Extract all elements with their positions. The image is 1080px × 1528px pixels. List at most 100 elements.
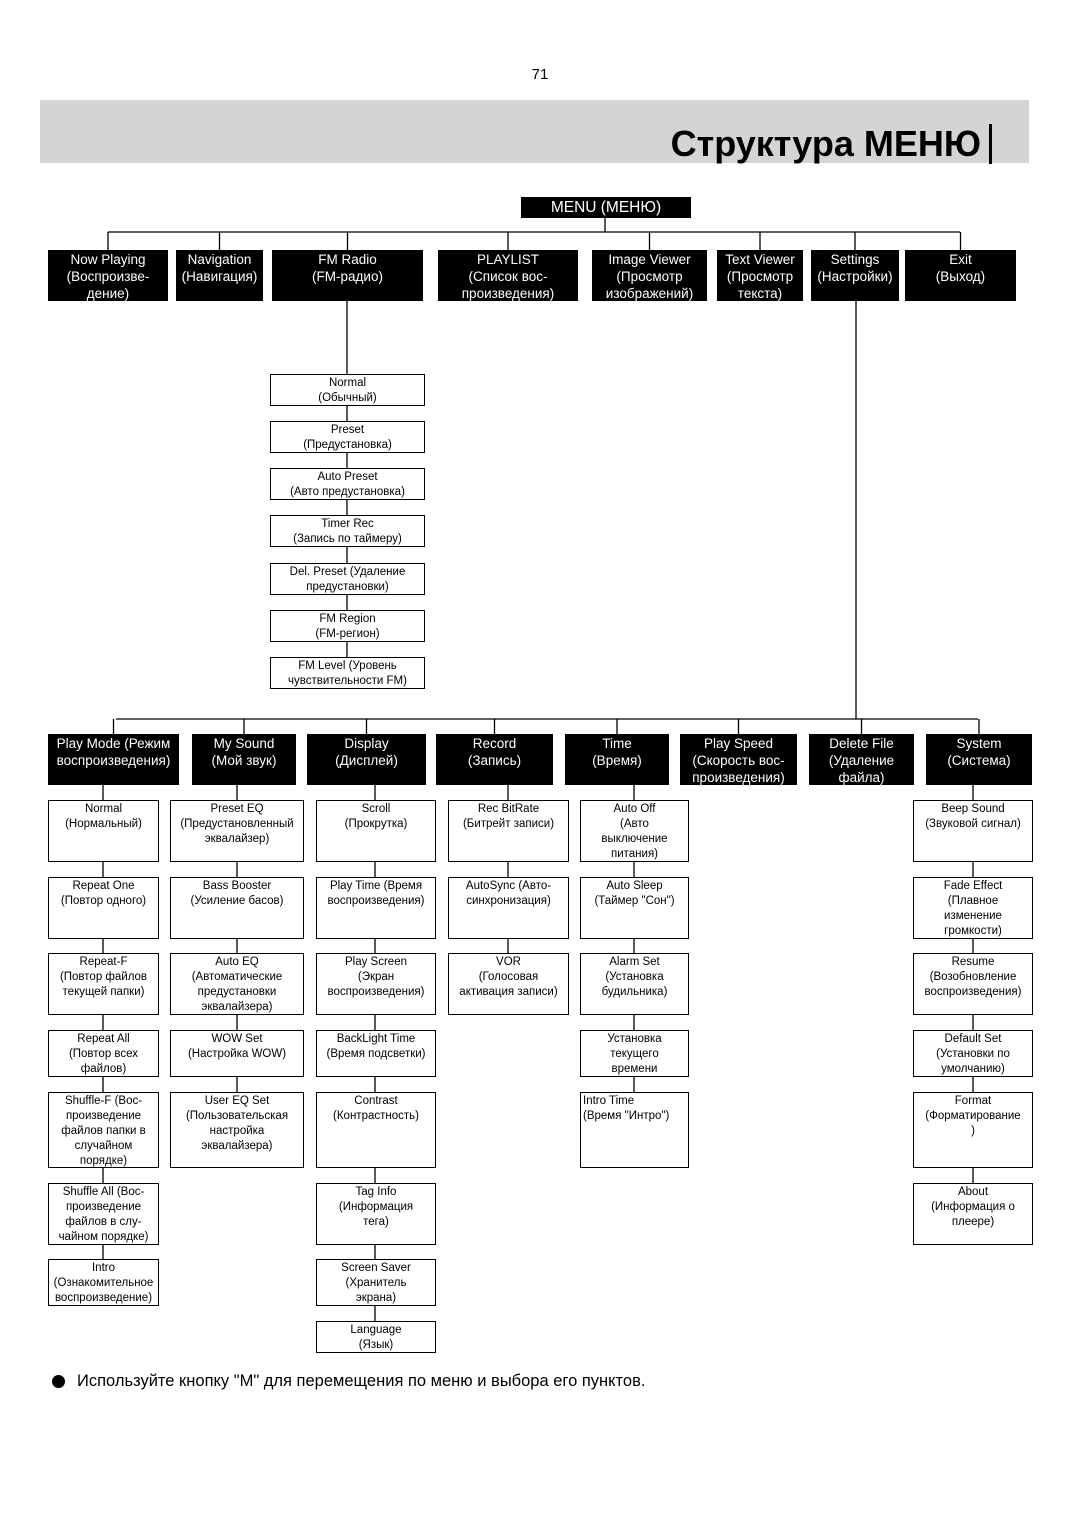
box-label-line: (Выход) [935, 269, 986, 284]
box-label-line: произведения) [461, 286, 555, 301]
page-number: 71 [531, 66, 549, 83]
box-label-line: изображений) [605, 286, 694, 301]
box-label-line: Delete File [829, 736, 894, 751]
box-label-line: экрана) [355, 1292, 397, 1304]
box-label-line: Preset [330, 424, 365, 436]
box-label-line: FM Region [319, 613, 376, 625]
box-label-line: Tag Info [355, 1186, 397, 1198]
box-label-line: чайном порядке) [58, 1231, 149, 1243]
box-label-line: произведение [65, 1201, 142, 1213]
box-label-line: Settings [830, 252, 880, 267]
box-label-line: (Информация о [931, 1201, 1015, 1213]
fm-radio-item: Normal(Обычный) [270, 374, 425, 406]
box-label-line: Auto Preset [317, 471, 378, 483]
box-label-line: времени [611, 1063, 658, 1075]
box-label-line: (Удаление [828, 753, 895, 768]
box-label-line: Language [350, 1324, 402, 1336]
box-label-line: (Повтор файлов [59, 971, 148, 983]
settings-menu-record: Record(Запись) [436, 734, 553, 785]
time-item: Установка текущего времени [580, 1030, 689, 1077]
display-item: Contrast(Контрастность) [316, 1092, 436, 1168]
box-label-line: (Время "Интро") [583, 1110, 670, 1122]
box-label-line: (Повтор одного) [60, 895, 147, 907]
bullet-icon [52, 1375, 65, 1388]
box-label-line: текущего [610, 1048, 659, 1060]
box-label-line: FM Radio [318, 252, 377, 267]
box-label-line: Beep Sound [941, 803, 1005, 815]
display-item: BackLight Time(Время подсветки) [316, 1030, 436, 1077]
box-label-line: (Язык) [358, 1339, 394, 1351]
box-label-line: Exit [949, 252, 972, 267]
box-label-line: чувствительности FM) [288, 675, 407, 687]
box-label-line: Alarm Set [609, 956, 660, 968]
box-label-line: случайном [74, 1140, 133, 1152]
top-menu-fm-radio: FM Radio (FM-радио) [272, 250, 423, 301]
box-label-line: Navigation [187, 252, 252, 267]
box-label-line: (Просмотр [726, 269, 794, 284]
box-label-line: (Скорость вос- [692, 753, 785, 768]
play-mode-item: Normal(Нормальный) [48, 800, 159, 862]
box-label-line: Text Viewer [725, 252, 795, 267]
box-label-line: (FM-регион) [315, 628, 380, 640]
box-label-line: эквалайзер) [204, 833, 270, 845]
top-menu-exit: Exit (Выход) [905, 250, 1016, 301]
box-label-line: громкости) [944, 925, 1002, 937]
box-label-line: (Голосовая [478, 971, 539, 983]
page-title: Структура МЕНЮ [670, 123, 981, 164]
box-label-line: Auto EQ [215, 956, 259, 968]
box-label-line: Default Set [944, 1033, 1002, 1045]
box-label-line: произведение [65, 1110, 142, 1122]
title-bar-decoration [989, 124, 992, 164]
box-label-line: воспроизведения) [327, 895, 425, 907]
box-label-line: (Таймер "Сон") [594, 895, 675, 907]
settings-menu-my-sound: My Sound(Мой звук) [192, 734, 296, 785]
box-label-line: (Просмотр [616, 269, 683, 284]
box-label-line: порядке) [79, 1155, 128, 1167]
play-mode-item: Repeat One(Повтор одного) [48, 877, 159, 939]
box-label-line: (Авто [620, 818, 649, 830]
box-label-line: Play Speed [703, 736, 774, 751]
box-label-line: Auto Sleep [606, 880, 663, 892]
box-label-line: плеере) [951, 1216, 995, 1228]
box-label-line: Rec BitRate [477, 803, 540, 815]
box-label-line: Fade Effect [943, 880, 1003, 892]
box-label-line: ) [971, 1125, 975, 1137]
box-label-line: предустановки) [306, 581, 389, 593]
box-label-line: (FM-радио) [312, 269, 383, 284]
box-label-line: Auto Off [613, 803, 656, 815]
footer-text: Используйте кнопку "M" для перемещения п… [77, 1372, 646, 1390]
box-label-line: About [957, 1186, 989, 1198]
box-label-line: (Информация [338, 1201, 414, 1213]
box-label-line: Intro Time [583, 1095, 635, 1107]
box-label-line: умолчанию) [941, 1063, 1005, 1075]
display-item: Scroll(Прокрутка) [316, 800, 436, 862]
box-label-line: (Предустановка) [303, 439, 392, 451]
fm-radio-item: FM Region (FM-регион) [270, 610, 425, 642]
box-label-line: предустановки [197, 986, 277, 998]
box-label-line: текущей папки) [62, 986, 145, 998]
box-label-line: (Битрейт записи) [462, 818, 555, 830]
root-menu-box: MENU (МЕНЮ) [521, 197, 691, 218]
box-label-line: (Настройки) [817, 269, 893, 284]
box-label-line: (Настройка WOW) [187, 1048, 287, 1060]
fm-radio-item: Timer Rec(Запись по таймеру) [270, 515, 425, 547]
box-label-line: Установка [607, 1033, 662, 1045]
box-label-line: Format [954, 1095, 992, 1107]
box-label-line: (Плавное [947, 895, 999, 907]
box-label-line: воспроизведения) [56, 753, 171, 768]
box-label-line: Image Viewer [608, 252, 691, 267]
title-band: Структура МЕНЮ [40, 100, 1029, 164]
box-label-line: эквалайзера) [201, 1001, 273, 1013]
box-label-line: (Авто предустановка) [290, 486, 405, 498]
box-label-line: Contrast [354, 1095, 398, 1107]
box-label-line: (Запись по таймеру) [293, 533, 402, 545]
box-label-line: AutoSync (Авто- [465, 880, 552, 892]
box-label-line: (Время) [592, 753, 642, 768]
